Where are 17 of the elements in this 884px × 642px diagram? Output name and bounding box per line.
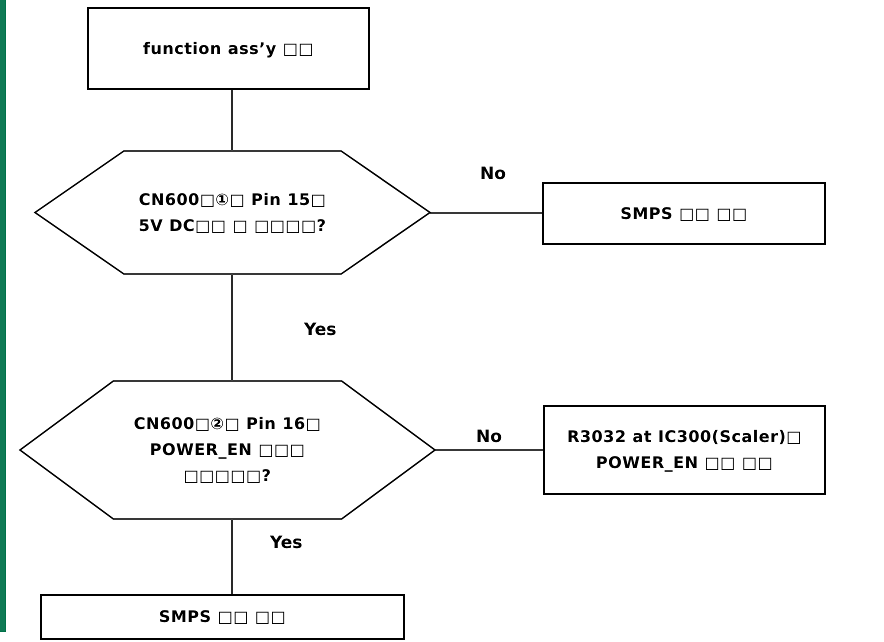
process-box [40,594,405,640]
node-text: function ass’y □□ [142,38,315,60]
connector-line [231,520,233,594]
node-text: R3032 at IC300(Scaler)□ POWER_EN □□ □□ [566,426,803,474]
node-text: CN600□①□ Pin 15□ 5V DC□□ □ □□□□? [138,188,328,236]
connector-line [231,90,233,150]
connector-line [435,449,543,451]
process-box [543,405,826,495]
connector-line [231,275,233,380]
decision-hexagon [20,380,435,520]
node-text: SMPS □□ □□ [619,202,749,224]
process-box [87,7,370,90]
process-box [542,182,826,245]
decision-hexagon [35,150,430,275]
connector-line [430,212,542,214]
node-text: CN600□②□ Pin 16□ POWER_EN □□□ □□□□□? [132,413,322,487]
node-text: SMPS □□ □□ [158,606,288,628]
